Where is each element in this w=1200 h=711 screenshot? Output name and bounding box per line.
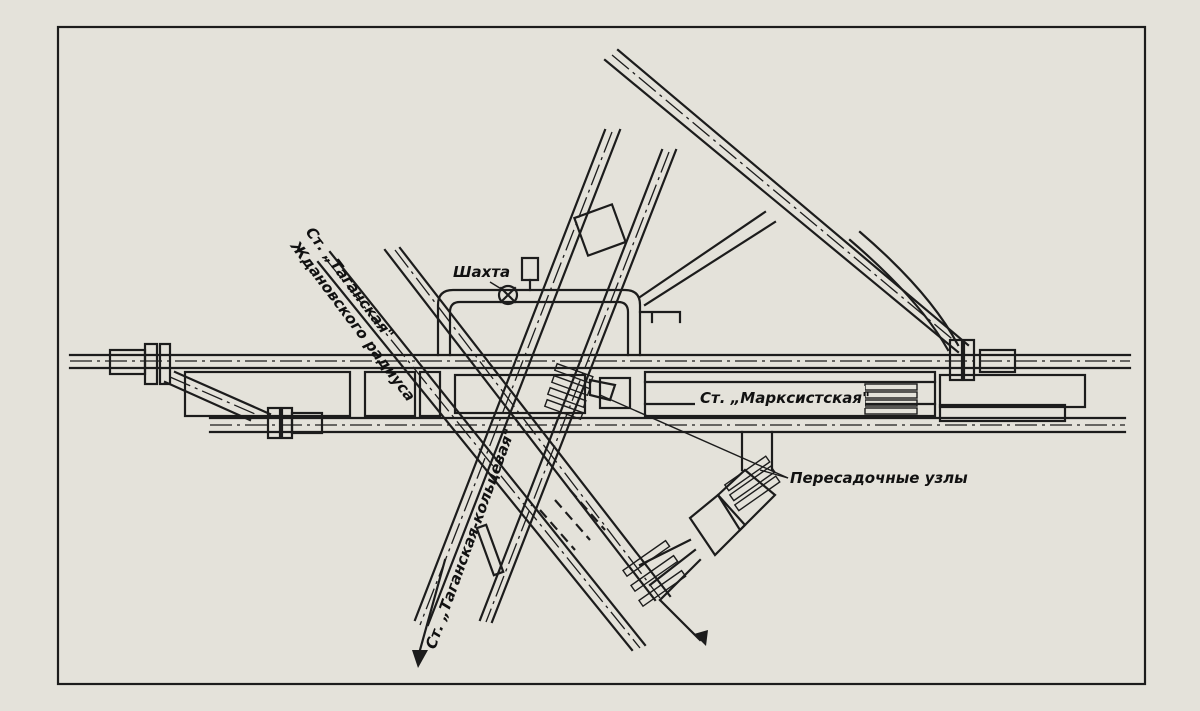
taganskaya-radial-band	[316, 246, 672, 652]
steep-diagonal-tunnels	[413, 128, 678, 627]
main-horizontal-tunnels	[68, 338, 1132, 440]
shaft-icon	[497, 284, 519, 306]
outer-frame	[56, 25, 1147, 686]
station-marxist-label: Ст. „Марксистская"	[700, 389, 870, 407]
transfer-nodes-label: Пересадочные узлы	[790, 469, 968, 487]
direction-arrow-right	[658, 598, 708, 646]
central-transfer-hatching	[543, 362, 617, 421]
shaft-label: Шахта	[453, 263, 510, 281]
marxist-platform-hatching	[864, 383, 918, 415]
station-taganskaya-radial-label-2: Ждановского радиуса	[286, 237, 419, 405]
direction-arrow-left	[412, 558, 447, 668]
upper-right-branch	[603, 48, 970, 354]
station-taganskaya-ring-label: Ст. „Таганская-кольцевая"	[422, 426, 519, 651]
lower-transfer-corridor	[599, 394, 789, 608]
